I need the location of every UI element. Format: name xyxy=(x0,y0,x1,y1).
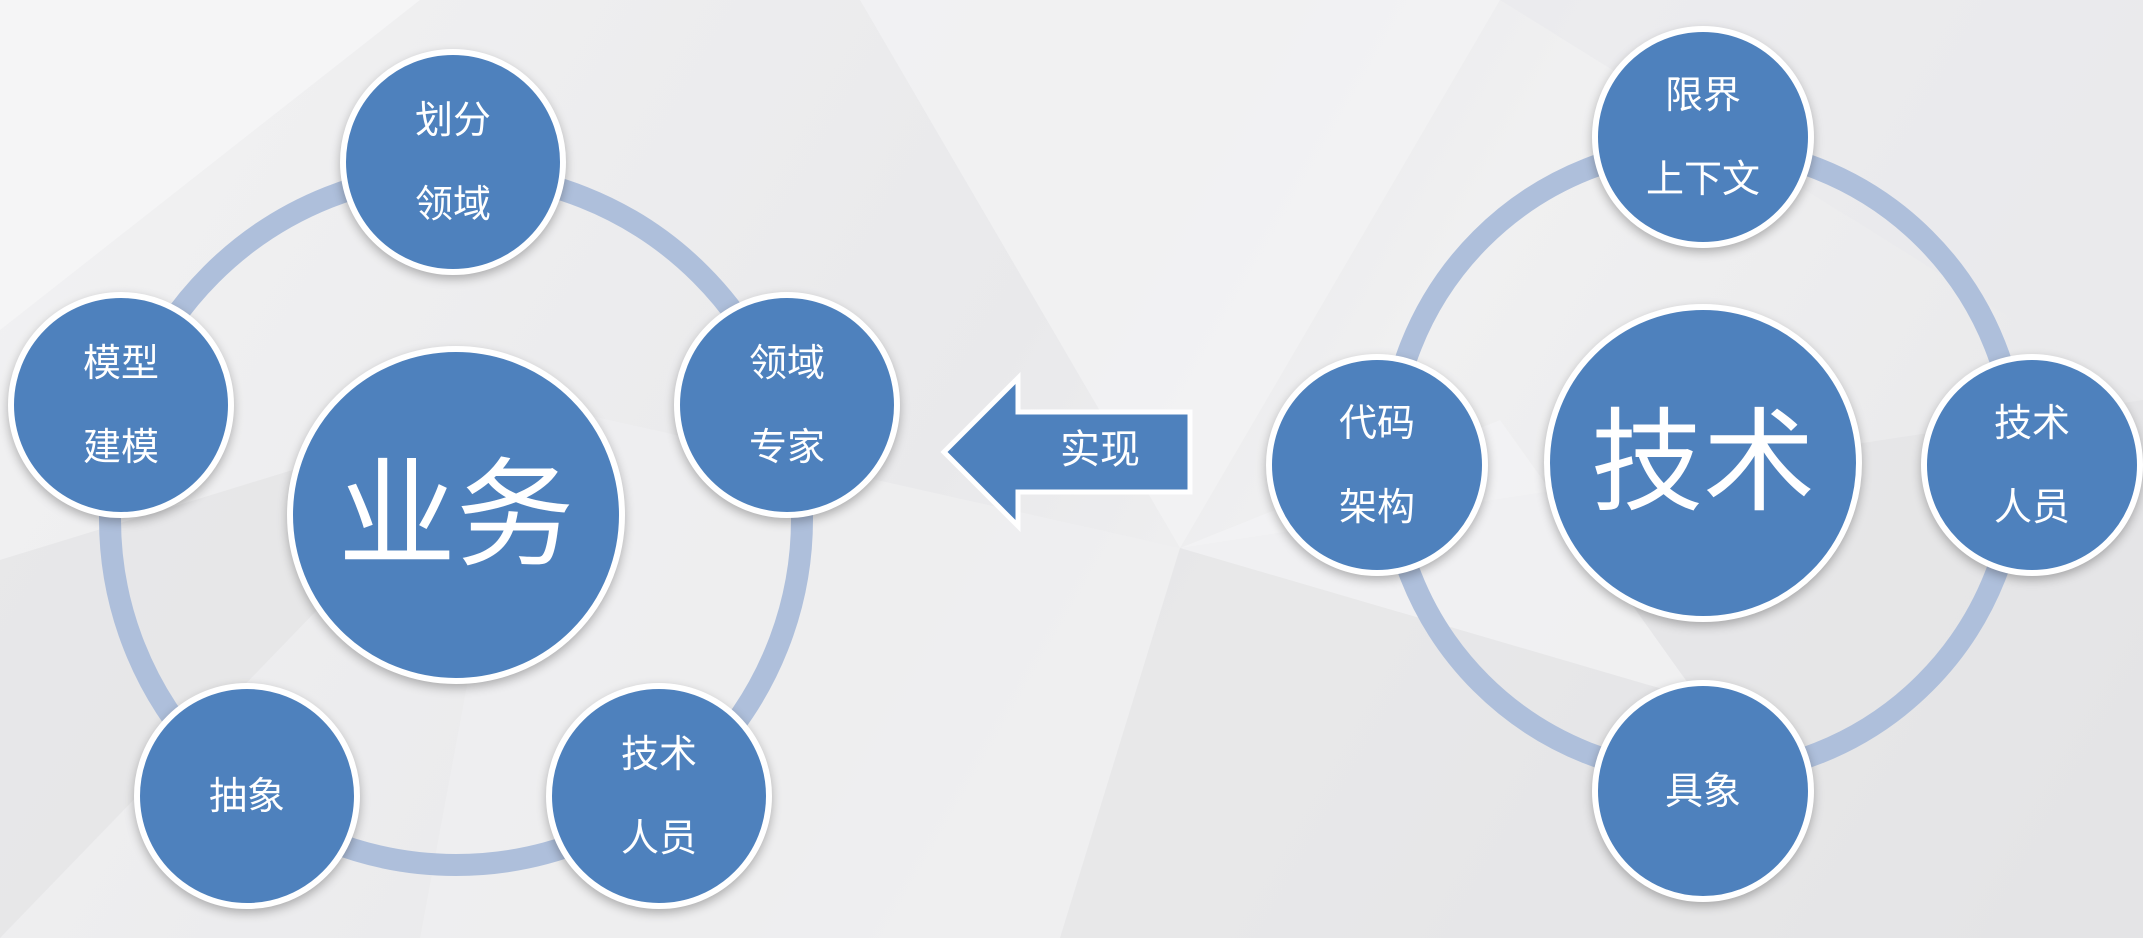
technology-node-tech-staff-line2: 人员 xyxy=(1993,485,2070,529)
technology-node-bounded-context: 限界 上下文 xyxy=(1592,26,1814,248)
business-node-modeling-line1: 模型 xyxy=(82,341,159,385)
technology-node-concrete-line1: 具象 xyxy=(1664,769,1741,813)
business-node-tech-staff: 技术 人员 xyxy=(546,683,772,909)
implement-arrow xyxy=(940,372,1193,532)
technology-node-tech-staff: 技术 人员 xyxy=(1921,354,2143,576)
business-node-domain-expert-line2: 专家 xyxy=(748,425,825,469)
technology-center-node: 技术 xyxy=(1544,304,1862,622)
business-node-abstraction: 抽象 xyxy=(134,683,360,909)
technology-center-label: 技术 xyxy=(1591,398,1815,528)
business-node-modeling-line2: 建模 xyxy=(82,425,159,469)
technology-node-code-architecture: 代码 架构 xyxy=(1266,354,1488,576)
business-node-abstraction-line1: 抽象 xyxy=(208,774,285,818)
business-node-divide-domain: 划分 领域 xyxy=(340,49,566,275)
business-node-modeling: 模型 建模 xyxy=(8,292,234,518)
business-node-tech-staff-line2: 人员 xyxy=(620,816,697,860)
implement-arrow-label: 实现 xyxy=(1060,427,1140,473)
business-node-divide-domain-line2: 领域 xyxy=(414,182,491,226)
business-node-tech-staff-line1: 技术 xyxy=(620,732,697,776)
technology-node-tech-staff-line1: 技术 xyxy=(1993,401,2070,445)
business-node-domain-expert-line1: 领域 xyxy=(748,341,825,385)
business-node-domain-expert: 领域 专家 xyxy=(674,292,900,518)
technology-node-bounded-context-line2: 上下文 xyxy=(1645,157,1760,201)
business-center-label: 业务 xyxy=(337,446,574,584)
business-node-divide-domain-line1: 划分 xyxy=(414,98,491,142)
technology-node-bounded-context-line1: 限界 xyxy=(1664,73,1741,117)
technology-node-concrete: 具象 xyxy=(1592,680,1814,902)
technology-node-code-architecture-line1: 代码 xyxy=(1338,401,1415,445)
business-center-node: 业务 xyxy=(287,346,625,684)
technology-node-code-architecture-line2: 架构 xyxy=(1338,485,1415,529)
